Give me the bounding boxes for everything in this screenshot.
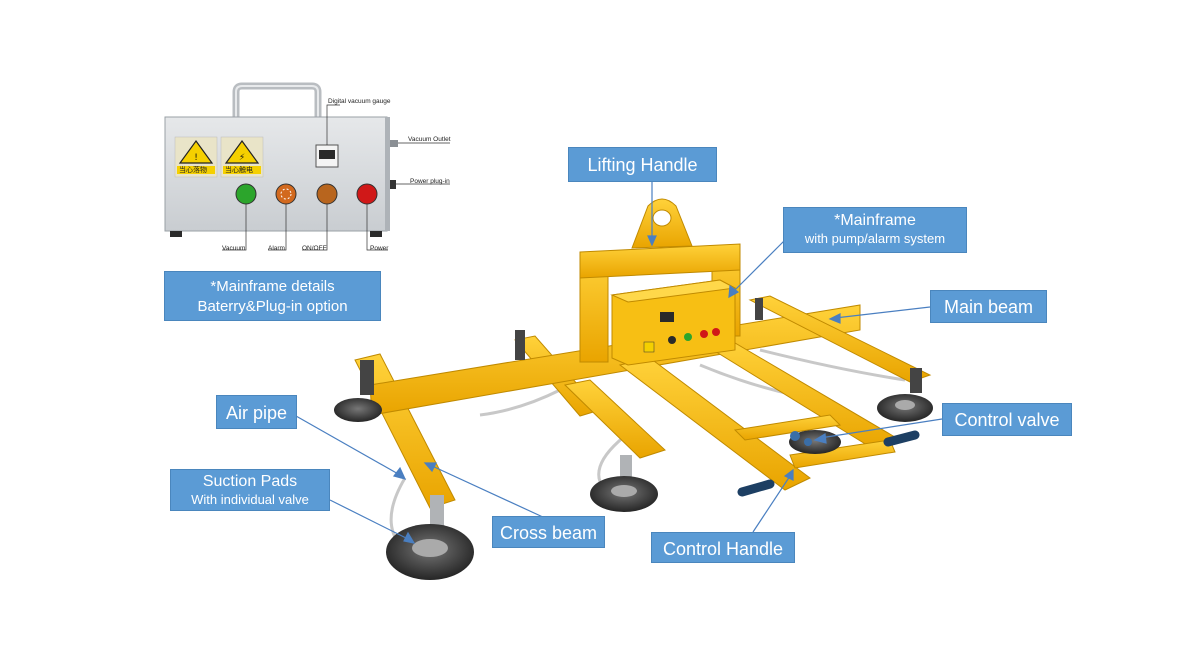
- label-vacuum: Vacuum: [222, 245, 246, 252]
- callout-lifting-handle: Lifting Handle: [568, 147, 717, 182]
- label-on-off: ON/OFF: [302, 245, 327, 252]
- callout-pointers: [295, 182, 943, 544]
- callout-suction-pads: Suction Pads With individual valve: [170, 469, 330, 511]
- suction-pads-subtitle: With individual valve: [191, 492, 309, 507]
- warning-sign-2-text: 当心触电: [225, 166, 253, 174]
- callout-air-pipe: Air pipe: [216, 395, 297, 429]
- control-handle-label: Control Handle: [662, 539, 784, 559]
- cross-beam-label: Cross beam: [499, 523, 598, 543]
- callout-control-handle: Control Handle: [651, 532, 795, 563]
- vacuum-lifter: [334, 198, 933, 580]
- mainframe-details-line2: Baterry&Plug-in option: [197, 298, 348, 315]
- callout-control-valve: Control valve: [942, 403, 1072, 436]
- mainframe-details-line1: *Mainframe details: [210, 278, 335, 295]
- suction-pads-title: Suction Pads: [202, 473, 298, 490]
- svg-text:!: !: [194, 153, 198, 163]
- label-alarm: Alarm: [268, 245, 285, 252]
- mainframe-title: *Mainframe: [834, 212, 916, 229]
- callout-cross-beam: Cross beam: [492, 516, 605, 548]
- air-pipe-label: Air pipe: [225, 403, 288, 423]
- label-vacuum-outlet: Vacuum Outlet: [408, 136, 451, 143]
- lifting-handle-label: Lifting Handle: [587, 155, 698, 175]
- callout-main-beam: Main beam: [930, 290, 1047, 323]
- control-box-detail: ! ⚡: [164, 82, 450, 251]
- label-power: Power: [370, 245, 389, 252]
- callout-mainframe: *Mainframe with pump/alarm system: [783, 207, 967, 253]
- control-valve-label: Control valve: [954, 410, 1060, 430]
- main-beam-label: Main beam: [943, 297, 1034, 317]
- mainframe-subtitle: with pump/alarm system: [804, 231, 946, 246]
- label-digital-vacuum-gauge: Digital vacuum gauge: [328, 98, 391, 105]
- warning-sign-1-text: 当心落物: [179, 166, 207, 174]
- callout-mainframe-details: *Mainframe details Baterry&Plug-in optio…: [164, 271, 381, 321]
- label-power-plug-in: Power plug-in: [410, 178, 450, 185]
- svg-text:⚡: ⚡: [239, 153, 245, 163]
